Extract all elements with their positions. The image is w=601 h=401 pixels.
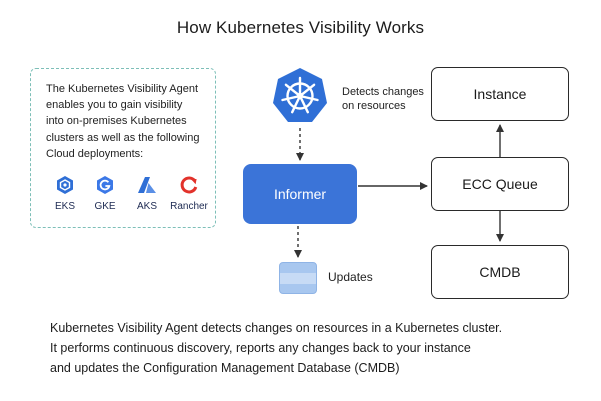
detects-changes-label: Detects changes on resources bbox=[342, 86, 434, 113]
rancher-icon bbox=[180, 176, 198, 194]
cmdb-label: CMDB bbox=[479, 264, 521, 280]
instance-label: Instance bbox=[473, 86, 527, 102]
database-band bbox=[280, 273, 316, 284]
detects-line: on resources bbox=[342, 99, 406, 112]
ecc-queue-label: ECC Queue bbox=[462, 176, 538, 192]
eks-icon bbox=[57, 176, 73, 194]
informer-label: Informer bbox=[273, 186, 327, 202]
kubernetes-icon bbox=[273, 68, 327, 122]
updates-label: Updates bbox=[328, 270, 373, 284]
info-panel: The Kubernetes Visibility Agent enables … bbox=[30, 68, 216, 228]
footer-line: Kubernetes Visibility Agent detects chan… bbox=[50, 321, 503, 335]
detects-line: Detects changes bbox=[342, 86, 424, 98]
provider-rancher: Rancher bbox=[169, 175, 209, 212]
provider-eks: EKS bbox=[45, 175, 85, 212]
footer-line: and updates the Configuration Management… bbox=[50, 361, 400, 375]
info-line: Cloud deployments: bbox=[46, 147, 144, 160]
provider-aks: AKS bbox=[127, 175, 167, 212]
provider-gke: GKE bbox=[85, 175, 125, 212]
info-line: enables you to gain visibility bbox=[46, 99, 183, 112]
provider-label: EKS bbox=[54, 201, 75, 212]
instance-node: Instance bbox=[431, 67, 569, 121]
ecc-queue-node: ECC Queue bbox=[431, 157, 569, 211]
provider-label: Rancher bbox=[170, 201, 208, 212]
cmdb-node: CMDB bbox=[431, 245, 569, 299]
informer-node: Informer bbox=[243, 164, 357, 224]
gke-icon bbox=[97, 176, 113, 194]
provider-label: AKS bbox=[136, 201, 157, 212]
footer-line: It performs continuous discovery, report… bbox=[50, 341, 471, 355]
provider-list: EKS GKE AKS Rancher bbox=[45, 175, 211, 215]
database-icon bbox=[279, 262, 317, 294]
footer-description: Kubernetes Visibility Agent detects chan… bbox=[50, 318, 570, 378]
provider-label: GKE bbox=[94, 201, 116, 212]
diagram-title: How Kubernetes Visibility Works bbox=[176, 18, 425, 37]
info-line: clusters as well as the following bbox=[46, 131, 200, 144]
aks-icon bbox=[138, 177, 156, 193]
info-line: into on-premises Kubernetes bbox=[46, 115, 187, 128]
info-line: The Kubernetes Visibility Agent bbox=[46, 83, 199, 95]
info-text: The Kubernetes Visibility Agent enables … bbox=[46, 81, 208, 162]
